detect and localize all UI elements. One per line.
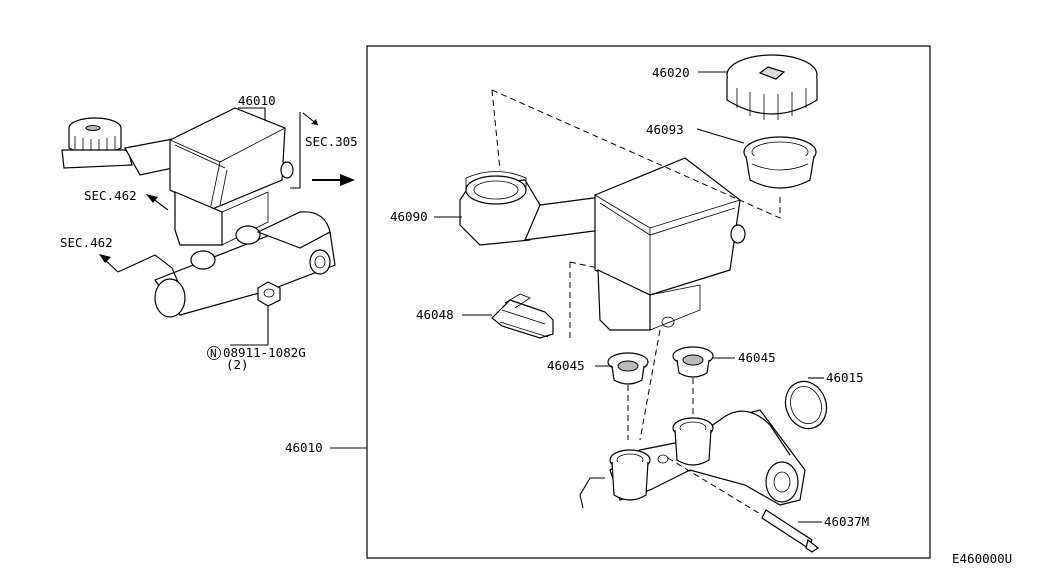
strainer-46093 (743, 136, 817, 189)
label-46090: 46090 (390, 209, 428, 224)
leader-46093 (696, 128, 745, 144)
label-sec-305: SEC.305 (305, 134, 358, 149)
label-46037m: 46037M (824, 514, 869, 529)
grommet-46045-left (607, 352, 649, 385)
nut-marker-letter: N (210, 347, 217, 360)
label-46093: 46093 (646, 122, 684, 137)
label-46010-top: 46010 (238, 93, 276, 108)
label-46045-left: 46045 (547, 358, 585, 373)
label-46048: 46048 (416, 307, 454, 322)
label-46020: 46020 (652, 65, 690, 80)
drawing-code: E460000U (952, 551, 1012, 566)
label-46015: 46015 (826, 370, 864, 385)
exploded-parts (330, 54, 828, 553)
connector-46048 (491, 293, 554, 339)
exploded-view-frame (366, 45, 931, 559)
nut-circle-marker: N (207, 346, 221, 360)
reservoir-cap-46020 (726, 54, 818, 120)
cylinder-body-46010 (579, 409, 806, 509)
label-nut-part: 08911-1082G (223, 345, 306, 360)
assembled-master-cylinder (61, 107, 355, 346)
o-ring-46015 (784, 380, 828, 430)
label-nut-qty: (2) (226, 357, 249, 372)
grommet-46045-right (672, 346, 714, 378)
pin-46037m (761, 509, 820, 553)
label-sec-462-lower: SEC.462 (60, 235, 113, 250)
label-46010-bottom: 46010 (285, 440, 323, 455)
label-46045-right: 46045 (738, 350, 776, 365)
reservoir-46090 (459, 157, 746, 331)
label-sec-462-upper: SEC.462 (84, 188, 137, 203)
